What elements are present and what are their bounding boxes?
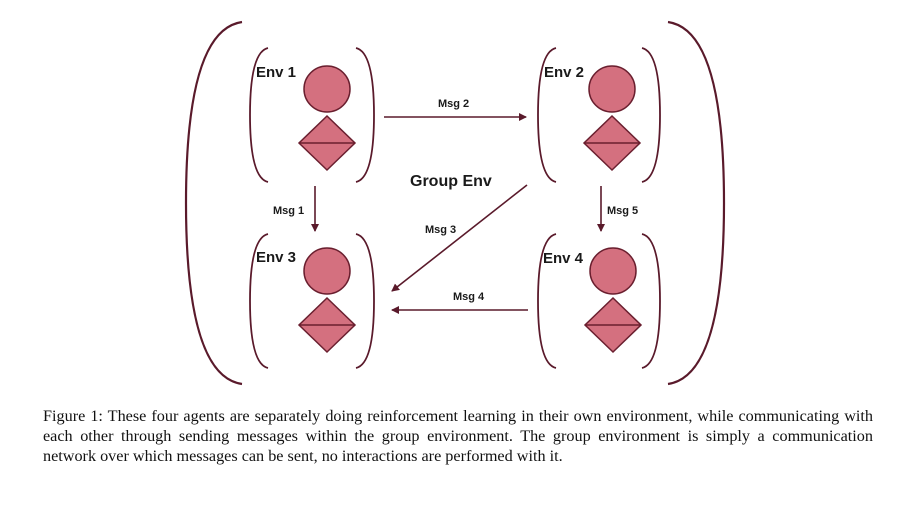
group-left-paren <box>184 20 243 386</box>
env-2-right-bracket <box>641 47 661 183</box>
agent-4-head <box>589 247 637 295</box>
group-right-paren <box>667 20 726 386</box>
env-2-label: Env 2 <box>544 64 584 81</box>
group-env-label: Group Env <box>410 173 492 190</box>
env-4-left-bracket <box>537 233 557 369</box>
env-2: Env 2 <box>537 47 661 183</box>
env-1-label: Env 1 <box>256 64 296 81</box>
env-1: Env 1 <box>249 47 375 183</box>
agent-3-head <box>303 247 351 295</box>
msg-2-label: Msg 2 <box>438 98 469 110</box>
env-3-left-bracket <box>249 233 269 369</box>
agent-1-head <box>303 65 351 113</box>
agent-2-head <box>588 65 636 113</box>
env-2-left-bracket <box>537 47 557 183</box>
msg-3-label: Msg 3 <box>425 224 456 236</box>
env-3-right-bracket <box>355 233 375 369</box>
env-4: Env 4 <box>537 233 661 369</box>
env-3-label: Env 3 <box>256 249 296 266</box>
env-3: Env 3 <box>249 233 375 369</box>
env-1-right-bracket <box>355 47 375 183</box>
msg-4-label: Msg 4 <box>453 291 485 303</box>
env-4-right-bracket <box>641 233 661 369</box>
group-environment-diagram: Env 1 Env 2 Env 3 Env 4 Group Env Msg 2 … <box>184 20 726 386</box>
env-4-label: Env 4 <box>543 250 584 267</box>
msg-3-arrow <box>391 184 528 292</box>
figure-caption: Figure 1: These four agents are separate… <box>43 407 873 465</box>
msg-1-label: Msg 1 <box>273 205 304 217</box>
env-1-left-bracket <box>249 47 269 183</box>
msg-5-label: Msg 5 <box>607 205 638 217</box>
